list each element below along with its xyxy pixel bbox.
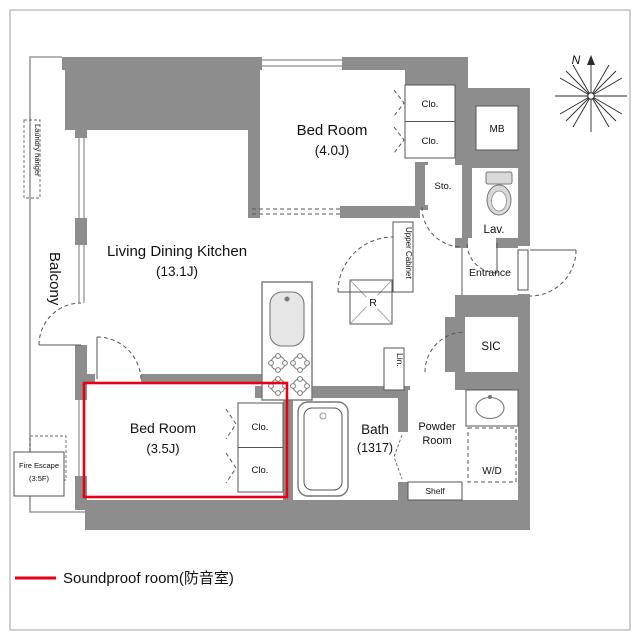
wd-label: W/D [482,466,501,477]
fire-escape-floors: (3:5F) [29,474,50,483]
closets-main-bedroom [393,84,456,159]
soundproof-bedroom-size: (3.5J) [146,441,179,456]
legend: Soundproof room(防音室) [15,570,234,587]
shelf-label: Shelf [425,486,445,496]
bath-label: Bath [361,422,389,437]
laundry-hanger-label: Laundry hanger [33,124,42,177]
shelf-box [407,481,463,501]
bathtub-icon [297,401,349,497]
soundproof-bedroom-label: Bed Room [130,420,196,436]
laundry-hanger-box [23,119,41,199]
storage-label: Sto. [435,181,452,192]
sic-label: SIC [481,341,500,353]
entrance-door [461,248,577,297]
soundproof-room-outline [82,381,289,499]
ldk-size: (13.1J) [156,264,198,279]
kitchen-counter [261,281,313,401]
balcony-label: Balcony [46,252,63,306]
main-bedroom-size: (4.0J) [315,143,350,158]
legend-soundproof-label: Soundproof room(防音室) [63,570,234,587]
linen-box [383,347,405,391]
faucet-icon [284,296,290,302]
fire-escape-label: Fire Escape [19,461,59,470]
closets-soundproof-bedroom [225,402,284,493]
powder-room-label-2: Room [422,435,451,447]
washer-dryer-space [467,427,517,483]
bath-folding-door [393,434,403,480]
vanity-icon [465,389,519,427]
entrance-label: Entrance [469,267,511,279]
closet-label-1: Clo. [422,99,439,110]
closet-label-4: Clo. [252,465,269,476]
refrigerator-label: R [369,297,377,309]
ldk-label: Living Dining Kitchen [107,243,247,260]
upper-cabinet-box [392,221,414,293]
north-arrow-icon [587,55,595,65]
linen-label: Lin. [395,353,405,367]
upper-cabinet-label: Upper Cabinet [404,227,413,279]
closet-label-2: Clo. [422,136,439,147]
door-arcs [38,206,498,480]
refrigerator-space [349,279,393,325]
compass-north-label: N [572,53,581,67]
main-bedroom-label: Bed Room [297,122,368,139]
meter-box-label: MB [490,124,505,135]
meter-box [475,105,519,151]
kitchen-sink [269,291,305,347]
compass-icon: N [555,53,627,132]
fire-escape-box: Fire Escape (3:5F) [13,451,65,497]
lavatory-label: Lav. [484,224,505,236]
powder-room-label-1: Powder [418,421,456,433]
closet-label-3: Clo. [252,422,269,433]
bath-size: (1317) [357,441,393,455]
toilet-icon [485,171,513,216]
page-border [9,9,631,631]
stove-burners-icon [268,353,310,396]
